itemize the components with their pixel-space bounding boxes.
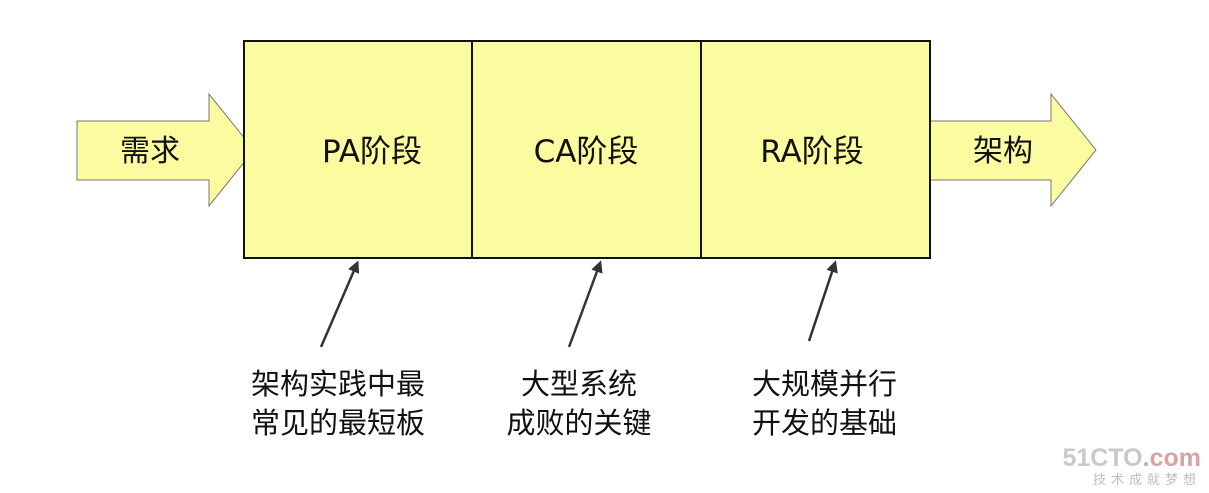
note-ra: 大规模并行 开发的基础 (722, 365, 927, 443)
watermark-logo: 51CTO.com (1063, 446, 1202, 471)
input-arrow-shape (76, 92, 255, 208)
stage-label-ca: CA阶段 (534, 134, 639, 170)
stage-label-ra: RA阶段 (760, 134, 864, 170)
note-ca-line2: 成败的关键 (506, 406, 652, 440)
note-ra-line1: 大规模并行 (751, 367, 897, 401)
watermark-slogan: 技术成就梦想 (1092, 473, 1201, 488)
output-arrow-shape (919, 92, 1097, 208)
stage-box-ca (471, 40, 702, 259)
note-pa-line1: 架构实践中最 (250, 367, 425, 401)
stage-label-pa: PA阶段 (322, 134, 422, 170)
input-arrow-label: 需求 (120, 134, 180, 169)
watermark-logo-suffix: .com (1142, 444, 1201, 472)
watermark-logo-main: 51CTO (1062, 444, 1143, 472)
stage-box-ra (700, 40, 931, 259)
note-pa-line2: 常见的最短板 (250, 406, 425, 440)
note-ca: 大型系统 成败的关键 (484, 365, 674, 443)
pointer-arrow-ca (567, 260, 603, 348)
watermark: 51CTO.com 技术成就梦想 (1063, 446, 1202, 488)
stage-box-pa (243, 40, 473, 259)
pointer-arrow-pa (319, 260, 360, 348)
note-ra-line2: 开发的基础 (751, 406, 897, 440)
pointer-arrow-ra (807, 260, 838, 342)
note-pa: 架构实践中最 常见的最短板 (228, 365, 448, 443)
note-ca-line1: 大型系统 (520, 367, 637, 401)
output-arrow-label: 架构 (973, 134, 1033, 169)
